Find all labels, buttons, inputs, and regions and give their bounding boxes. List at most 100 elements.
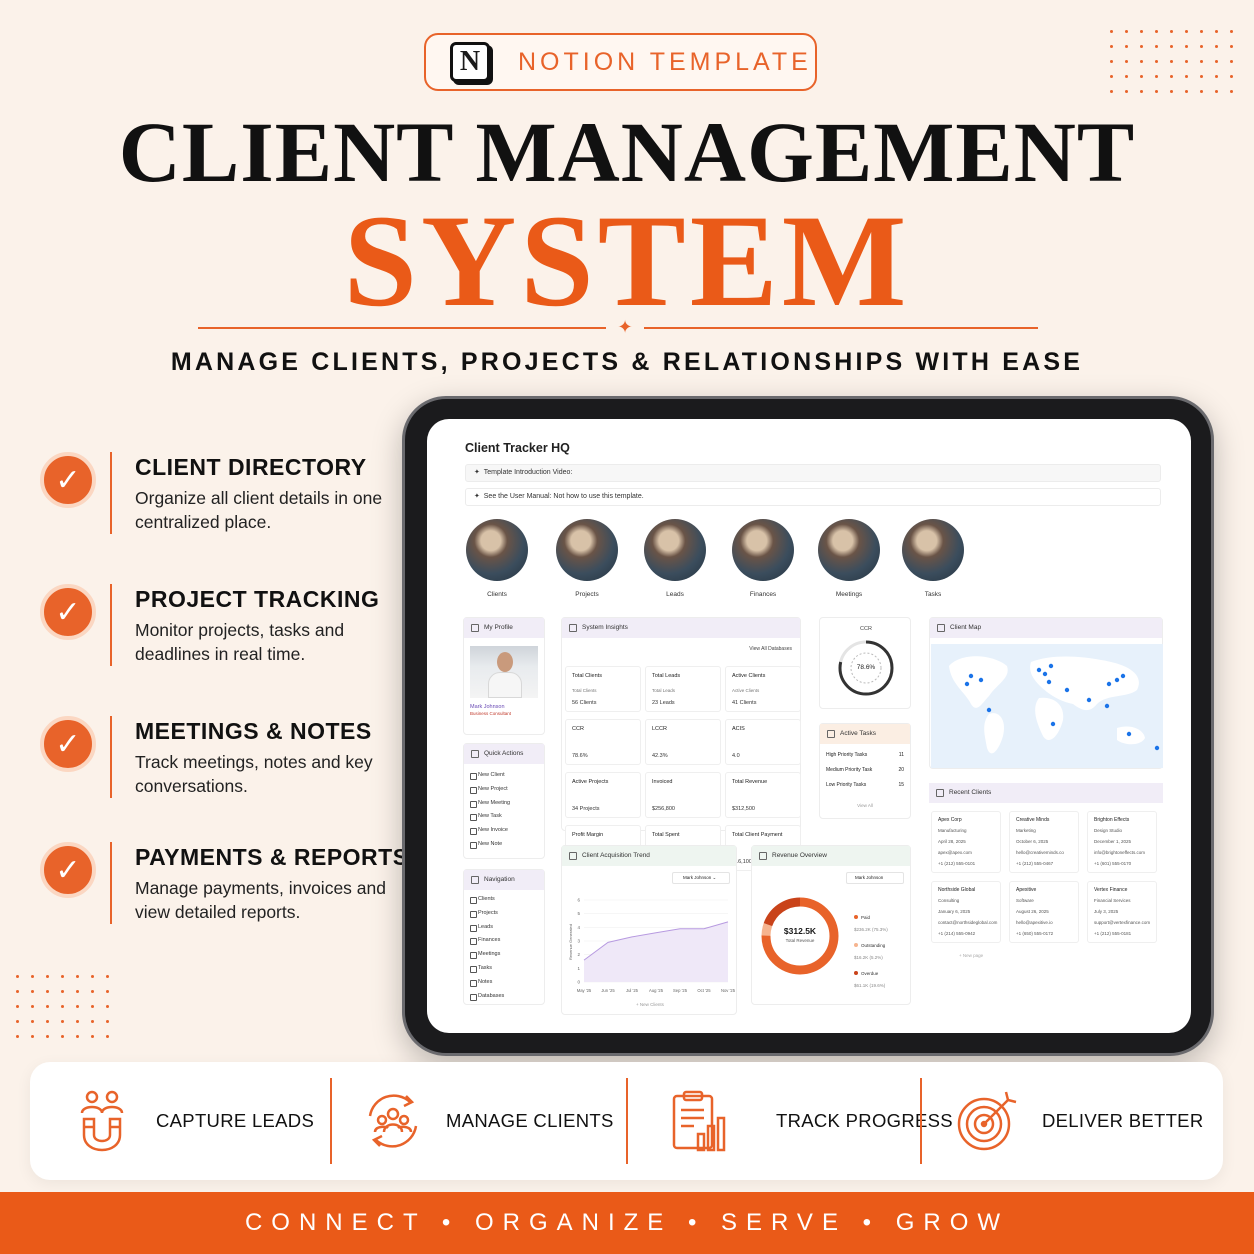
tile-value: $256,800 xyxy=(652,806,675,812)
benefit-label: TRACK PROGRESS xyxy=(776,1110,953,1131)
gallery-label: Finances xyxy=(749,591,777,598)
gallery-meetings[interactable]: Meetings xyxy=(816,519,882,598)
decor-dot xyxy=(91,1035,94,1038)
nav-clients[interactable]: Clients xyxy=(464,896,544,910)
check-icon: ✓ xyxy=(40,584,96,640)
decor-dot xyxy=(61,1005,64,1008)
quick-action-new-invoice[interactable]: New Invoice xyxy=(464,827,544,841)
badge-label: NOTION TEMPLATE xyxy=(518,47,812,76)
decor-dot xyxy=(1155,30,1158,33)
client-email: apex@apex.com xyxy=(938,850,972,855)
gallery-leads[interactable]: Leads xyxy=(642,519,708,598)
nav-tasks[interactable]: Tasks xyxy=(464,965,544,979)
clipboard-chart-icon xyxy=(672,1090,726,1152)
benefit-manage-clients: MANAGE CLIENTS xyxy=(362,1062,614,1180)
compass-icon xyxy=(471,876,479,884)
intro-video-row[interactable]: ✦ Template Introduction Video: xyxy=(465,464,1161,482)
view-all-tasks-link[interactable]: View All xyxy=(857,803,873,808)
feature-divider xyxy=(110,842,112,924)
legend-item: Overdue$61.1K (19.6%) xyxy=(854,962,888,990)
nav-meetings[interactable]: Meetings xyxy=(464,951,544,965)
gallery-projects[interactable]: Projects xyxy=(554,519,620,598)
new-page-link[interactable]: + New page xyxy=(959,953,984,958)
tile-subtitle: Total Clients xyxy=(572,688,597,693)
decor-dot xyxy=(1215,45,1218,48)
card-header: Recent Clients xyxy=(929,783,1163,803)
client-phone: +1 (650) 555-0172 xyxy=(1016,931,1054,936)
decor-dot xyxy=(1170,45,1173,48)
decor-dot xyxy=(31,990,34,993)
map-icon xyxy=(937,624,945,632)
decor-dot xyxy=(16,975,19,978)
card-title: Navigation xyxy=(484,876,515,883)
people-icon xyxy=(936,789,944,797)
manual-row[interactable]: ✦ See the User Manual: Not how to use th… xyxy=(465,488,1161,506)
decor-dot xyxy=(1110,75,1113,78)
view-all-databases-link[interactable]: View All Databases xyxy=(749,646,792,652)
decor-dot xyxy=(16,1020,19,1023)
decor-dot xyxy=(1215,60,1218,63)
system-insights-card: System Insights View All Databases Total… xyxy=(561,617,801,871)
check-icon: ✓ xyxy=(40,842,96,898)
gallery-clients[interactable]: Clients xyxy=(464,519,530,598)
tile-subtitle: Active Clients xyxy=(732,688,760,693)
nav-leads[interactable]: Leads xyxy=(464,924,544,938)
revenue-filter[interactable]: Mark Johnson xyxy=(846,872,904,884)
decor-dot xyxy=(1185,75,1188,78)
series-area xyxy=(584,921,728,982)
quick-action-new-task[interactable]: New Task xyxy=(464,813,544,827)
decor-dot xyxy=(46,990,49,993)
benefits-bar: CAPTURE LEADS MANAGE CLIENTS TRACK PROGR… xyxy=(30,1062,1223,1180)
x-tick-label: Oct '25 xyxy=(697,988,711,993)
nav-finances[interactable]: Finances xyxy=(464,937,544,951)
tile-title: CCR xyxy=(572,726,584,732)
decor-dot xyxy=(1140,30,1143,33)
row-label: See the User Manual: Not how to use this… xyxy=(483,493,644,500)
feature-meetings-notes: ✓ MEETINGS & NOTES Track meetings, notes… xyxy=(40,716,400,800)
quick-action-new-meeting[interactable]: New Meeting xyxy=(464,800,544,814)
map-pin xyxy=(1036,667,1042,673)
client-phone: +1 (214) 555-0942 xyxy=(938,931,976,936)
map-pin xyxy=(1154,745,1160,751)
card-title: System Insights xyxy=(582,624,628,631)
map-pin xyxy=(1106,681,1112,687)
nav-databases[interactable]: Databases xyxy=(464,993,544,1007)
client-industry: Consulting xyxy=(938,898,960,903)
gallery-tasks[interactable]: Tasks xyxy=(900,519,966,598)
insight-tile[interactable]: Invoiced$256,800 xyxy=(645,772,721,818)
dots-top-right xyxy=(1110,30,1245,105)
insight-tile[interactable]: Total Revenue$312,500 xyxy=(725,772,801,818)
gallery-finances[interactable]: Finances xyxy=(730,519,796,598)
decor-dot xyxy=(106,1035,109,1038)
nav-projects[interactable]: Projects xyxy=(464,910,544,924)
quick-action-new-note[interactable]: New Note xyxy=(464,841,544,855)
new-clients-link[interactable]: + New Clients xyxy=(636,1002,664,1007)
quick-action-new-project[interactable]: New Project xyxy=(464,786,544,800)
nav-notes[interactable]: Notes xyxy=(464,979,544,993)
ccr-gauge xyxy=(838,640,894,696)
feature-description: Track meetings, notes and key conversati… xyxy=(135,752,373,796)
client-industry: Financial Services xyxy=(1094,898,1131,903)
legend-item: Paid$236.2K (75.3%) xyxy=(854,906,888,934)
decor-dot xyxy=(1155,90,1158,93)
map-pin xyxy=(1126,731,1132,737)
quick-action-new-client[interactable]: New Client xyxy=(464,772,544,786)
ccr-card: CCR 78.6% xyxy=(819,617,911,709)
acquisition-filter[interactable]: Mark Johnson ⌄ xyxy=(672,872,730,884)
